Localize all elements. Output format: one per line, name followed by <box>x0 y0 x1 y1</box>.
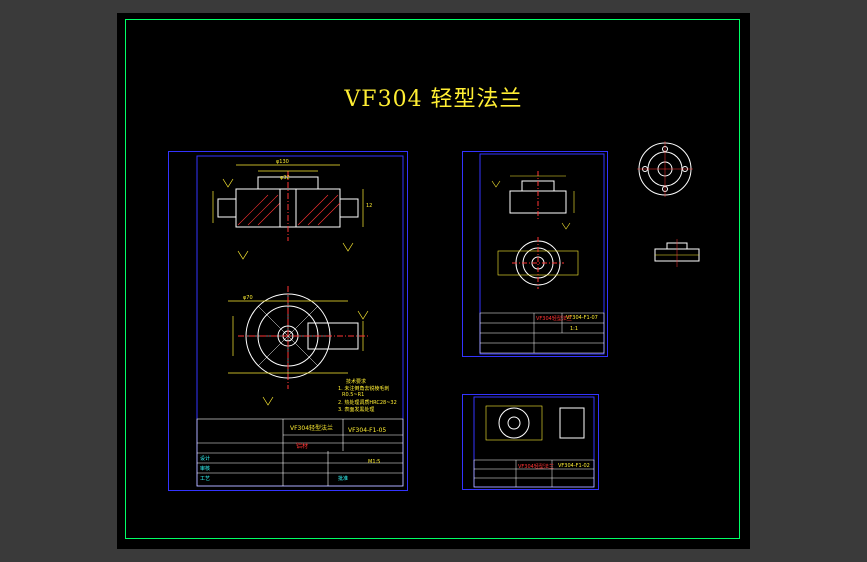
sheet-small-drawing <box>462 394 599 490</box>
scale: M1:5 <box>368 459 381 465</box>
assembly-number: VF304-F1-07 <box>566 315 598 321</box>
material: 铝材 <box>296 443 309 450</box>
sheet-main-drawing <box>168 151 408 491</box>
dim-pcd: φ70 <box>243 295 253 301</box>
notes-title: 技术要求 <box>346 379 367 385</box>
note-2: R0.5~R1 <box>342 392 365 398</box>
dim-thickness: 12 <box>366 203 373 209</box>
drawing-frame <box>125 19 740 539</box>
part-name: VF304轻型法兰 <box>290 425 334 432</box>
signoff-design: 设计 <box>200 456 211 462</box>
note-1: 1. 未注倒角去锐棱毛刺 <box>338 386 390 392</box>
iso-view-side[interactable] <box>653 239 701 267</box>
sheet-assembly[interactable]: VF304-F1-07 VF304轻型法兰 1:1 <box>462 151 608 357</box>
signoff-approve: 批准 <box>338 476 349 482</box>
drawing-canvas: VF304 轻型法兰 <box>117 13 750 549</box>
signoff-process: 工艺 <box>200 476 211 482</box>
assembly-name: VF304轻型法兰 <box>536 316 572 322</box>
note-4: 3. 表面发黑处理 <box>338 407 375 413</box>
sheet-main[interactable]: φ130 φ32 φ70 12 技术要求 1. 未注倒角去锐棱毛刺 R0.5~R… <box>168 151 408 491</box>
dim-width: φ130 <box>276 159 289 165</box>
iso-view-top[interactable] <box>637 141 693 197</box>
sheet-assembly-drawing <box>462 151 608 357</box>
dim-bore: φ32 <box>280 175 290 181</box>
sheet-small[interactable]: VF304-F1-02 VF304轻型法兰 <box>462 394 599 490</box>
small-name: VF304轻型法兰 <box>518 464 554 470</box>
assembly-scale: 1:1 <box>570 326 579 332</box>
note-3: 2. 热处理调质HRC28~32 <box>338 400 397 406</box>
signoff-review: 审核 <box>200 466 211 472</box>
drawing-number: VF304-F1-05 <box>348 427 387 434</box>
small-number: VF304-F1-02 <box>558 463 590 469</box>
drawing-title: VF304 轻型法兰 <box>344 87 523 112</box>
